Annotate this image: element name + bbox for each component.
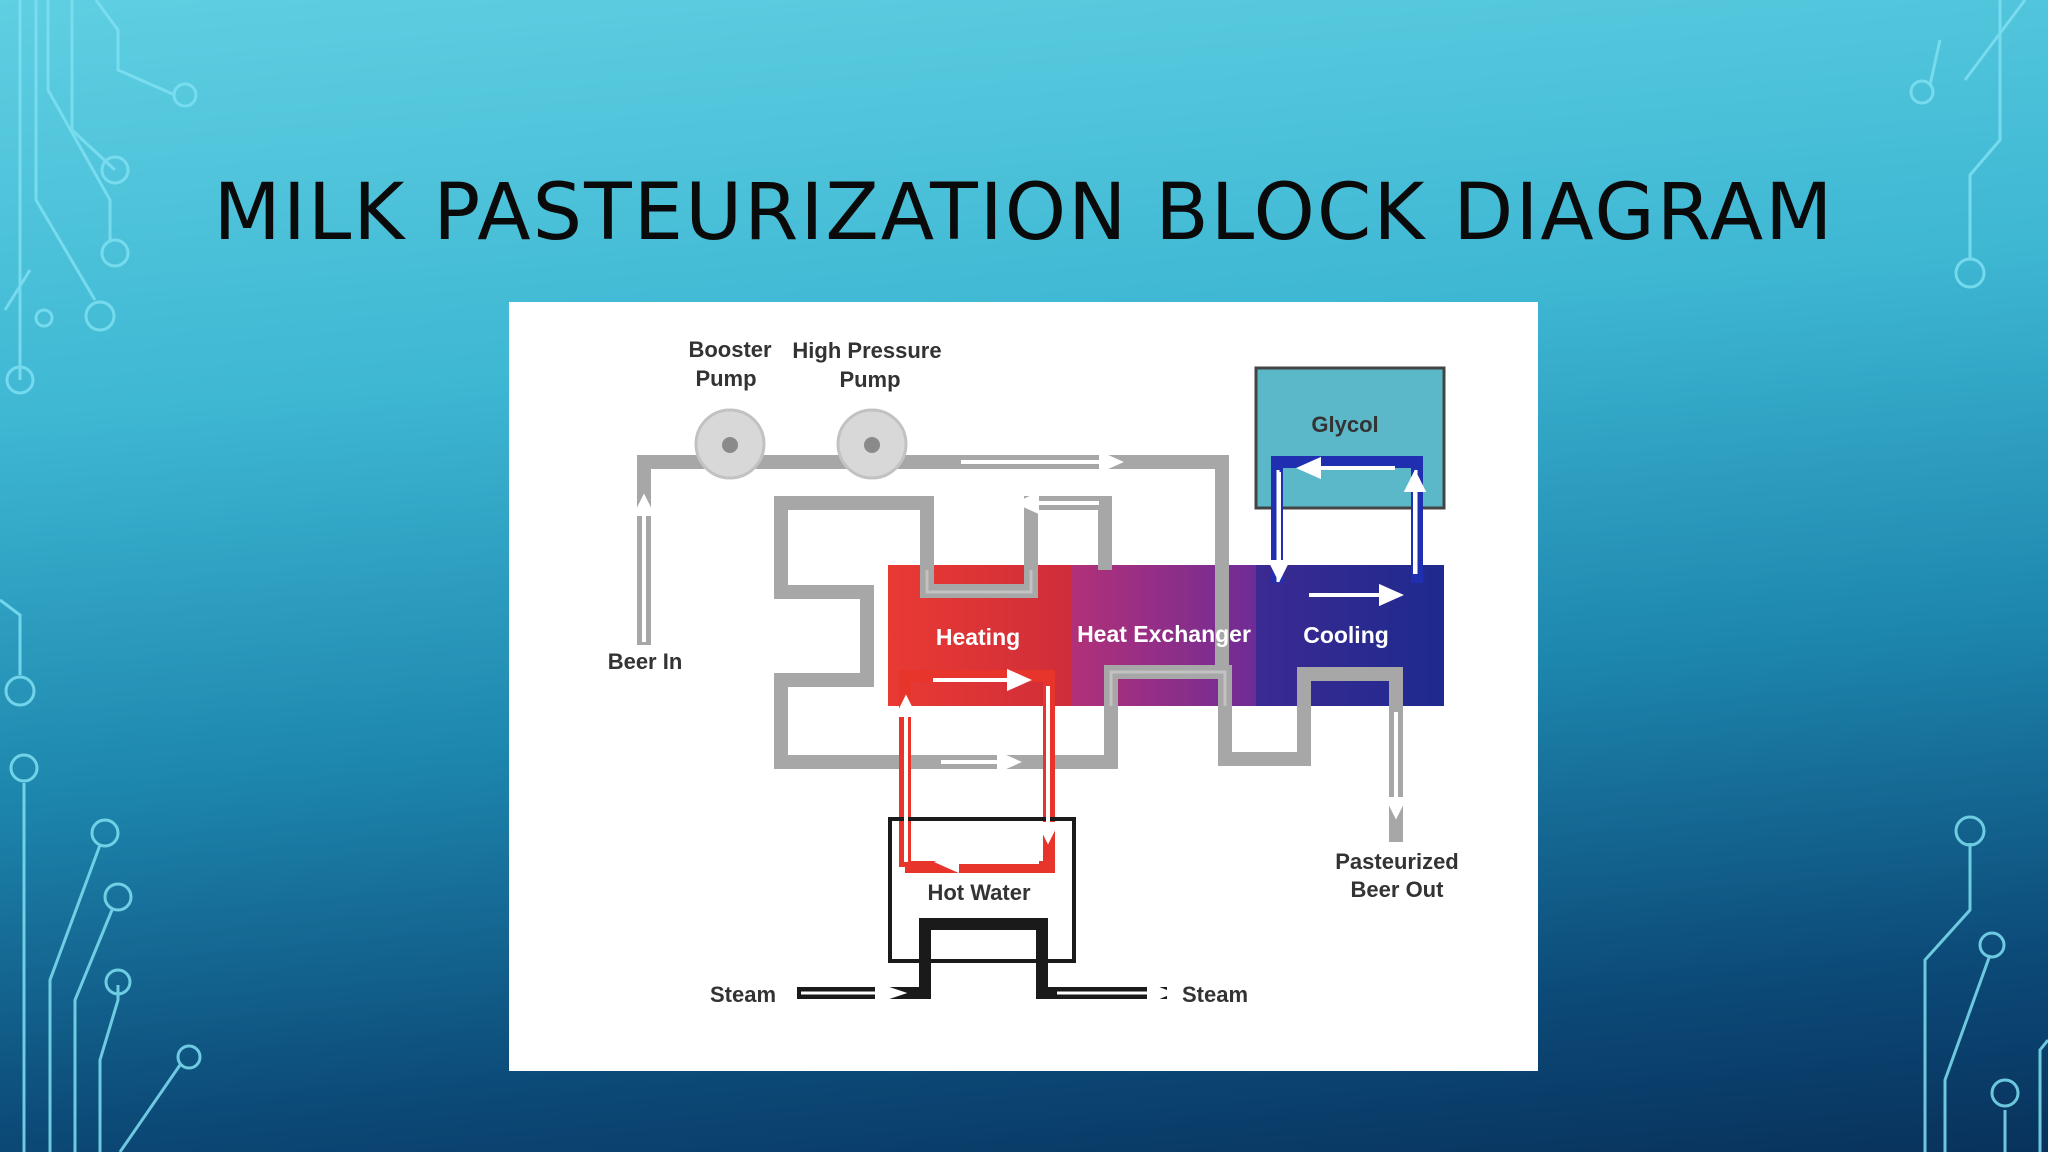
cooling-label: Cooling [1303, 622, 1389, 648]
pasteurization-diagram: Booster Pump High Pressure Pump Glycol B… [509, 302, 1538, 1071]
booster-pump-label-1: Booster [688, 337, 772, 362]
glycol-label: Glycol [1311, 412, 1378, 437]
high-pressure-pump-icon [836, 408, 908, 480]
high-pressure-pump-label-2: Pump [839, 367, 900, 392]
hot-water-tank [888, 817, 1076, 963]
heating-label: Heating [936, 624, 1020, 650]
slide-title: MILK PASTEURIZATION BLOCK DIAGRAM [213, 168, 1835, 258]
beer-in-label: Beer In [608, 649, 683, 674]
steam-in-label: Steam [710, 982, 776, 1007]
steam-line [797, 918, 1167, 999]
booster-pump-icon [694, 408, 766, 480]
high-pressure-pump-label-1: High Pressure [792, 338, 941, 363]
pasteurized-label-1: Pasteurized [1335, 849, 1459, 874]
hot-water-label: Hot Water [927, 880, 1031, 905]
cooling-block [1256, 565, 1444, 706]
booster-pump-label-2: Pump [695, 366, 756, 391]
steam-out-label: Steam [1182, 982, 1248, 1007]
pasteurized-label-2: Beer Out [1351, 877, 1445, 902]
heat-exchanger-label: Heat Exchanger [1077, 621, 1251, 647]
flow-arrows [632, 450, 1427, 1004]
